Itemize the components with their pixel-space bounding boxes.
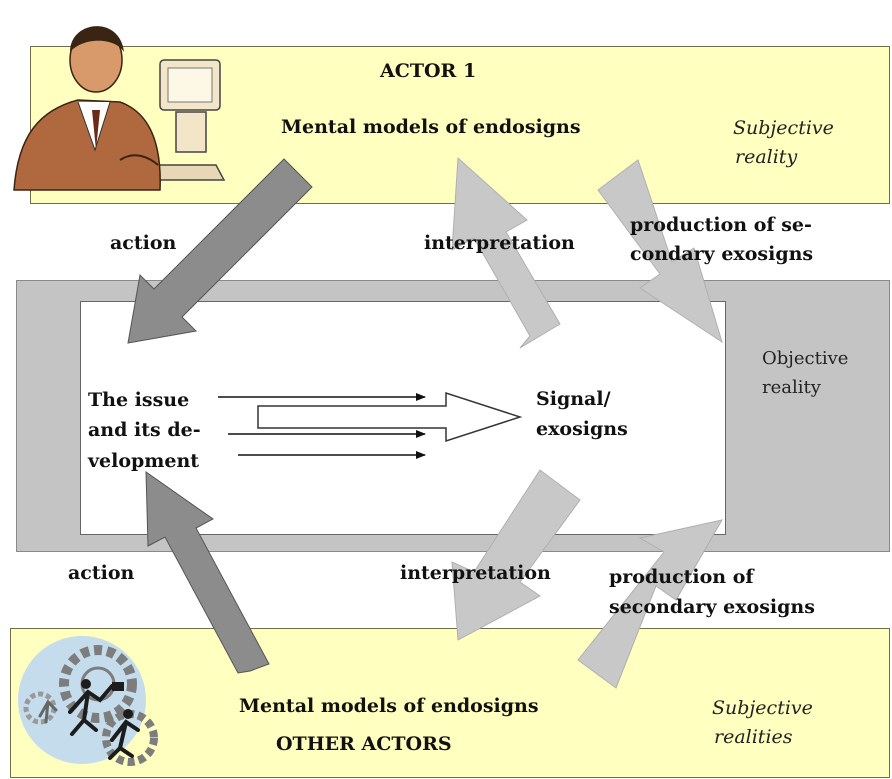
production-bottom-line2: secondary exosigns [609, 596, 815, 619]
other-actors-label: OTHER ACTORS [276, 733, 452, 755]
businessmen-on-gears-icon [18, 636, 158, 766]
production-bottom-line1: production of [609, 566, 754, 588]
signal-line1: Signal/ [536, 388, 611, 410]
other-actors-mental-models-label: Mental models of endosigns [239, 695, 539, 717]
issue-line3: velopment [88, 449, 200, 472]
objective-reality-label: Objective reality [762, 345, 848, 403]
objective-line2: reality [762, 376, 821, 398]
subjective-realities-label: Subjective realities [712, 694, 813, 753]
production-top-line2: condary exosigns [630, 243, 814, 266]
action-label-bottom: action [68, 562, 135, 584]
actor1-label: ACTOR 1 [380, 60, 477, 82]
other-actors-panel [10, 628, 890, 778]
interpretation-label-bottom: interpretation [400, 562, 551, 584]
subjective-reality-line2: reality [735, 146, 798, 169]
subjective-realities-line1: Subjective [712, 697, 813, 719]
issue-line2: and its de- [88, 419, 201, 442]
open-block-arrow [257, 391, 523, 443]
interpretation-arrow-top [451, 156, 561, 349]
subjective-reality-label: Subjective reality [733, 114, 834, 173]
interpretation-arrow-bottom [451, 469, 581, 641]
issue-label: The issue and its de- velopment [88, 385, 201, 476]
action-arrow-down [127, 158, 313, 344]
signal-line2: exosigns [536, 418, 628, 441]
actor1-mental-models-label: Mental models of endosigns [281, 116, 581, 138]
action-label-top: action [110, 232, 177, 254]
businessman-at-computer-icon [13, 26, 226, 191]
issue-line1: The issue [88, 389, 190, 411]
production-arrow-top [597, 159, 723, 344]
production-top-line1: production of se- [630, 214, 812, 236]
objective-line1: Objective [762, 348, 849, 369]
production-arrow-bottom [577, 519, 723, 689]
interpretation-label-top: interpretation [424, 232, 575, 254]
production-label-bottom: production of secondary exosigns [609, 562, 815, 623]
subjective-reality-line1: Subjective [733, 117, 834, 139]
action-arrow-up [145, 471, 270, 674]
subjective-realities-line2: realities [714, 726, 793, 749]
signal-label: Signal/ exosigns [536, 384, 628, 445]
production-label-top: production of se- condary exosigns [630, 211, 813, 270]
